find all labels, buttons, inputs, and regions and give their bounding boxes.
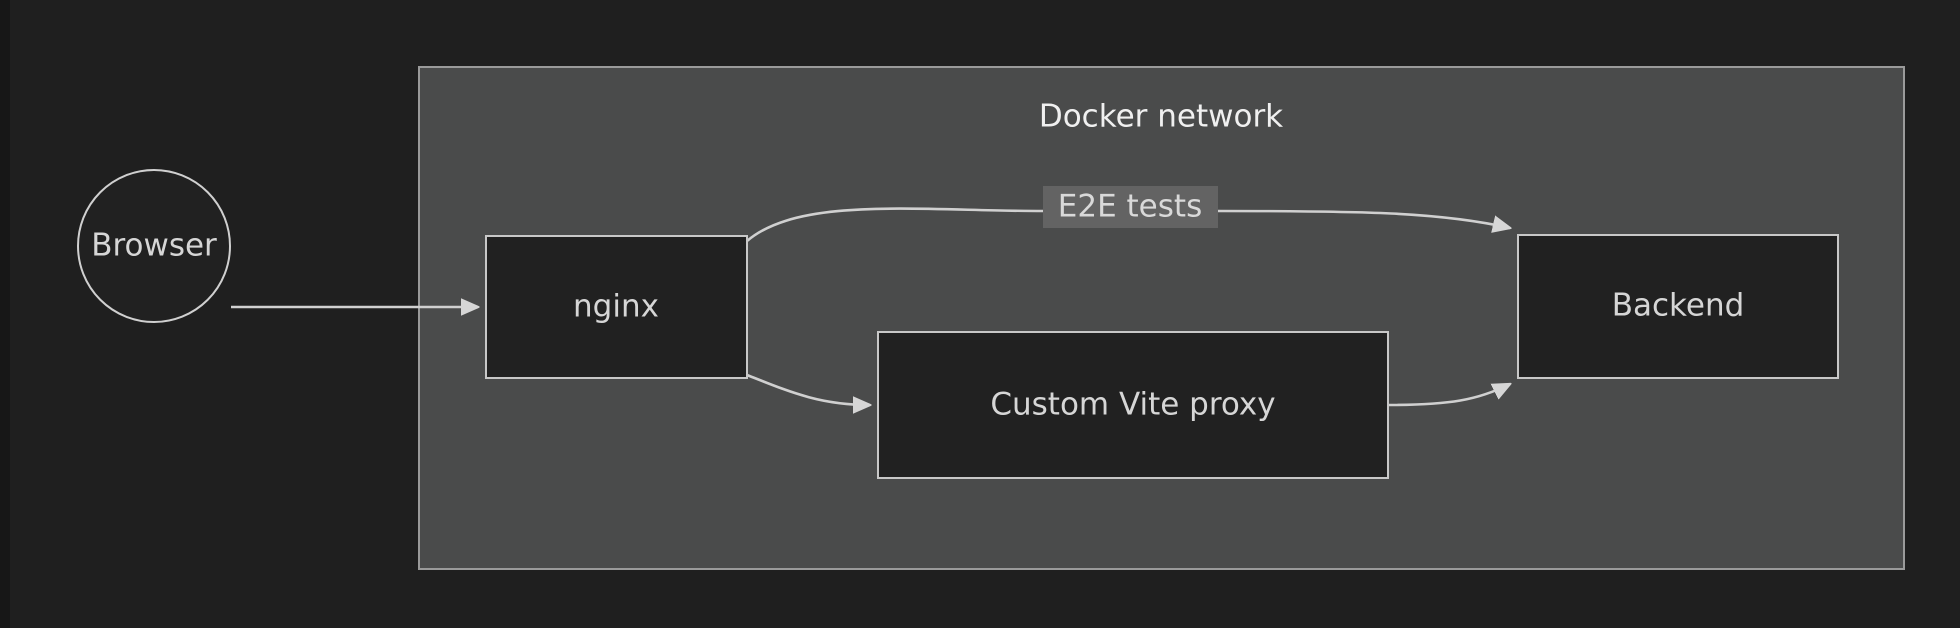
node-vite-proxy-label: Custom Vite proxy xyxy=(990,387,1275,423)
cluster-docker-network-label: Docker network xyxy=(1039,99,1283,135)
edge-vite-proxy-to-backend-path xyxy=(1387,384,1510,407)
edge-vite-proxy-to-backend xyxy=(1387,384,1510,407)
node-backend-shape[interactable] xyxy=(1517,234,1839,379)
node-nginx-label: nginx xyxy=(573,289,659,325)
edge-nginx-to-vite-proxy xyxy=(746,373,870,405)
node-browser-label: Browser xyxy=(91,228,217,264)
edge-nginx-to-vite-proxy-path xyxy=(746,373,870,405)
node-backend-label: Backend xyxy=(1612,288,1745,324)
node-browser[interactable]: Browser xyxy=(77,169,231,323)
node-vite-proxy[interactable]: Custom Vite proxy xyxy=(877,331,1389,479)
node-nginx-shape[interactable] xyxy=(485,235,748,379)
left-gutter xyxy=(0,0,10,628)
edge-label-background-e2e-tests xyxy=(1043,186,1218,228)
node-nginx[interactable]: nginx xyxy=(485,235,748,379)
node-backend[interactable]: Backend xyxy=(1517,234,1839,379)
node-vite-proxy-shape[interactable] xyxy=(877,331,1389,479)
edge-nginx-to-backend: E2E tests xyxy=(746,186,1510,242)
node-browser-shape[interactable] xyxy=(77,169,231,323)
edge-label-e2e-tests: E2E tests xyxy=(1058,189,1202,225)
